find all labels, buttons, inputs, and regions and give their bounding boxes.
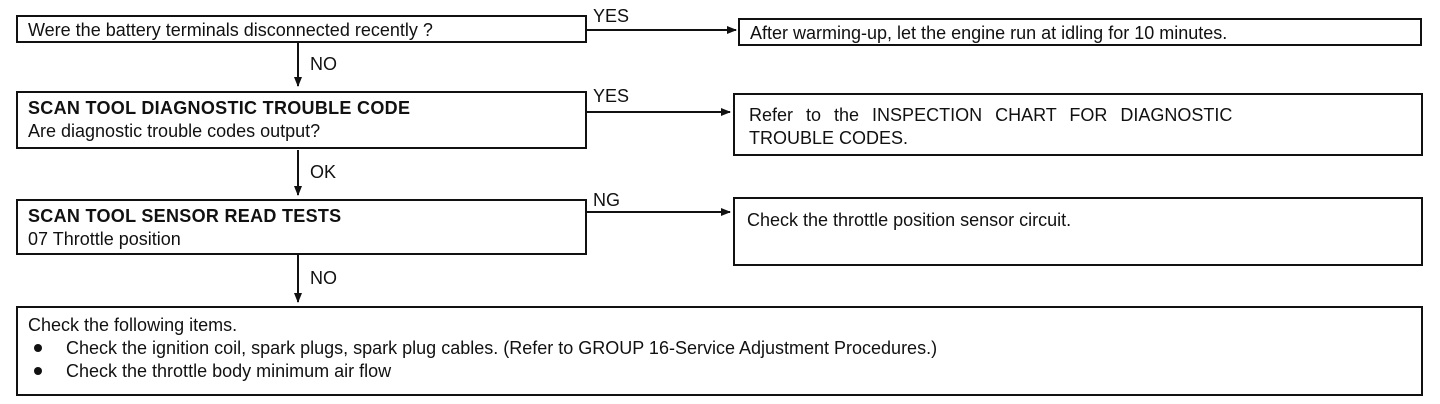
result-text-throttle-sensor: Check the throttle position sensor circu… (747, 210, 1072, 230)
result-box-inspection-chart: Refer to the INSPECTION CHART FOR DIAGNO… (733, 93, 1423, 156)
final-item-1: Check the ignition coil, spark plugs, sp… (28, 337, 937, 359)
question-title-trouble-code: SCAN TOOL DIAGNOSTIC TROUBLE CODE (28, 98, 411, 118)
final-item-2: Check the throttle body minimum air flow (28, 360, 391, 382)
question-box-sensor-tests: SCAN TOOL SENSOR READ TESTS 07 Throttle … (16, 199, 587, 255)
result-text-warmup: After warming-up, let the engine run at … (750, 23, 1228, 43)
branch-label-no-1: NO (310, 54, 337, 74)
question-text-sensor-tests: 07 Throttle position (28, 229, 181, 249)
result-text-inspection-line2: TROUBLE CODES. (749, 128, 909, 148)
final-heading: Check the following items. (28, 315, 238, 335)
bullet-icon (34, 344, 42, 353)
result-text-inspection-line1: Refer to the INSPECTION CHART FOR DIAGNO… (749, 105, 1233, 125)
question-box-battery: Were the battery terminals disconnected … (16, 15, 587, 43)
branch-label-ng-3: NG (593, 190, 620, 210)
final-item-1-text: Check the ignition coil, spark plugs, sp… (66, 338, 938, 358)
question-text-battery: Were the battery terminals disconnected … (28, 20, 433, 40)
result-box-throttle-sensor: Check the throttle position sensor circu… (733, 197, 1423, 266)
bullet-icon (34, 367, 42, 376)
branch-label-no-3: NO (310, 268, 337, 288)
branch-label-yes-1: YES (593, 6, 630, 26)
question-box-trouble-code: SCAN TOOL DIAGNOSTIC TROUBLE CODE Are di… (16, 91, 587, 149)
result-box-warmup: After warming-up, let the engine run at … (738, 18, 1422, 46)
final-item-2-text: Check the throttle body minimum air flow (66, 361, 392, 381)
question-text-trouble-code: Are diagnostic trouble codes output? (28, 121, 321, 141)
branch-label-ok-2: OK (310, 162, 337, 182)
question-title-sensor-tests: SCAN TOOL SENSOR READ TESTS (28, 206, 342, 226)
branch-label-yes-2: YES (593, 86, 630, 106)
final-check-box: Check the following items. Check the ign… (16, 306, 1423, 396)
